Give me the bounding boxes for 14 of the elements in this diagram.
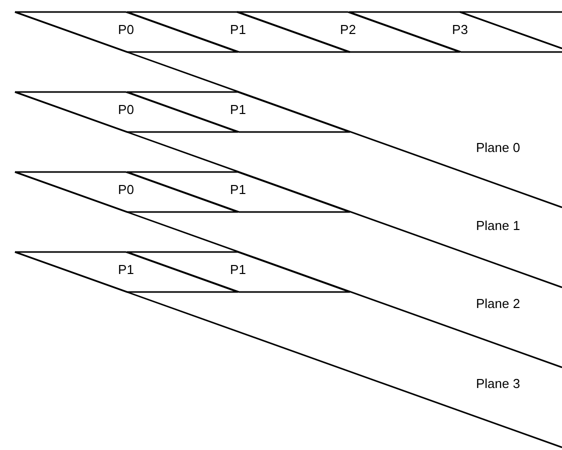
cell-label: P1	[229, 262, 247, 277]
plane-label: Plane 3	[476, 376, 520, 392]
plane-label: Plane 2	[476, 296, 520, 312]
cell-label: P1	[229, 22, 247, 37]
cell-label: P1	[229, 102, 247, 117]
cell-label: P3	[451, 22, 469, 37]
cell-label: P2	[339, 22, 357, 37]
plane-label: Plane 0	[476, 140, 520, 156]
cell-label: P0	[117, 102, 135, 117]
cell-label: P0	[117, 22, 135, 37]
plane-label: Plane 1	[476, 218, 520, 234]
cell-label: P1	[117, 262, 135, 277]
cell-label: P0	[117, 182, 135, 197]
cell-label: P1	[229, 182, 247, 197]
